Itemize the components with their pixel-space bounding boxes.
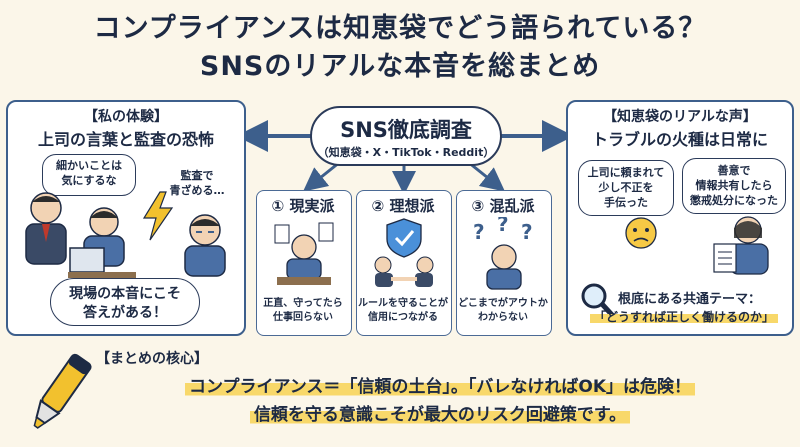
right-panel-subheading: トラブルの火種は日常に	[591, 130, 768, 149]
scared-worker-icon	[184, 214, 226, 277]
left-panel-heading: 【私の体験】	[84, 109, 168, 125]
field-truth-bubble: 現場の本音にこそ 答えがある！	[50, 278, 200, 326]
voice-bubble-1: 上司に頼まれて 少し不正を 手伝った	[578, 160, 674, 216]
worker-at-desk-icon	[68, 207, 136, 278]
overwhelmed-worker-icon	[274, 222, 334, 285]
right-panel: 【知恵袋のリアルな声】 トラブルの火種は日常に 上司に頼まれて 少し不正を 手伝…	[566, 100, 794, 336]
sns-survey-sources: （知恵袋・X・TikTok・Reddit）	[317, 146, 495, 159]
svg-text:?: ?	[521, 220, 533, 244]
category-card-idealist: ② 理想派 ルールを守ることが 信用につながる	[356, 190, 452, 336]
summary-label: 【まとめの核心】	[96, 351, 208, 367]
category-caption: 正直、守ってたら 仕事回らない	[263, 298, 343, 323]
sns-survey-cloud: SNS徹底調査 （知恵袋・X・TikTok・Reddit）	[310, 106, 502, 166]
page-title-line2: SNSのリアルな本音を総まとめ	[199, 51, 601, 82]
arrow-to-category-3	[467, 160, 506, 192]
common-theme-label: 根底にある共通テーマ：	[618, 292, 762, 307]
summary-line-1: コンプライアンス＝「信頼の土台」。「バレなければOK」は危険！	[90, 372, 790, 397]
summary-line-2-text: 信頼を守る意識こそが最大のリスク回避策です。	[249, 405, 631, 425]
page-title-line1: コンプライアンスは知恵袋でどう語られている？	[93, 13, 707, 44]
category-caption: どこまでがアウトか わからない	[458, 298, 548, 323]
worried-face-icon	[625, 217, 657, 249]
category-label: ① 現実派	[271, 197, 335, 215]
handshake-shield-icon	[374, 218, 434, 287]
category-card-confused: ③ 混乱派 ? ? ? どこまでがアウトか わからない	[456, 190, 552, 336]
boss-figure-icon	[25, 192, 67, 265]
voice-bubble-2: 善意で 情報共有したら 懲戒処分になった	[682, 158, 786, 214]
audit-thought-text: 監査で 青ざめる…	[169, 169, 225, 197]
arrow-to-category-1	[302, 160, 341, 192]
category-label: ③ 混乱派	[471, 197, 535, 215]
category-label: ② 理想派	[371, 197, 435, 215]
category-caption: ルールを守ることが 信用につながる	[358, 298, 448, 323]
boss-speech-bubble: 細かいことは 気にするな	[42, 154, 136, 196]
highlighter-pen-icon	[33, 353, 92, 429]
left-panel-subheading: 上司の言葉と監査の恐怖	[37, 130, 214, 149]
confused-person-icon: ? ? ?	[473, 217, 533, 290]
category-card-realist: ① 現実派 正直、守ってたら 仕事回らない	[256, 190, 352, 336]
svg-text:?: ?	[497, 217, 509, 236]
svg-text:?: ?	[473, 220, 485, 244]
lightning-icon	[142, 191, 174, 241]
left-panel: 【私の体験】 上司の言葉と監査の恐怖 細かいことは 気にするな 監査で 青ざめる…	[6, 100, 246, 336]
summary-line-2: 信頼を守る意識こそが最大のリスク回避策です。	[90, 400, 790, 425]
summary-line-1-text: コンプライアンス＝「信頼の土台」。「バレなければOK」は危険！	[184, 377, 696, 397]
worker-with-document-icon	[713, 216, 769, 275]
common-theme-highlight: 「どうすれば正しく働けるのか」	[589, 310, 778, 324]
sns-survey-title: SNS徹底調査	[340, 118, 472, 142]
right-panel-heading: 【知恵袋のリアルな声】	[603, 109, 757, 125]
common-theme-text: 「どうすれば正しく働けるのか」	[578, 308, 790, 325]
